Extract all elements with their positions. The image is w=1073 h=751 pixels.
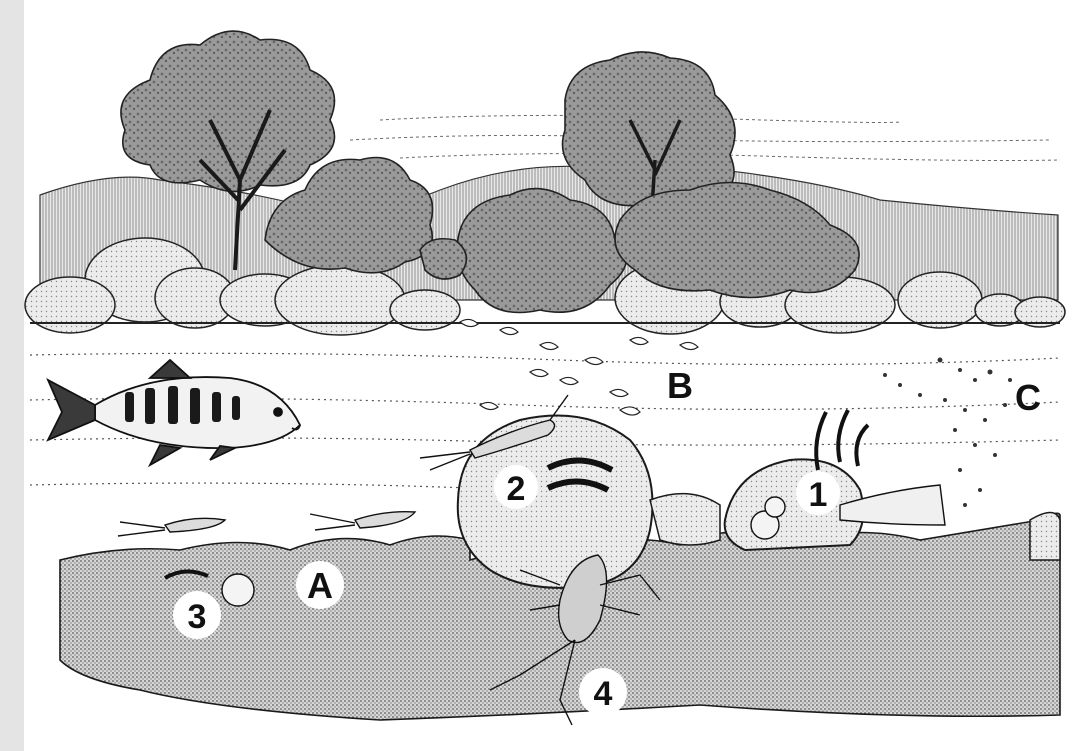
scan-edge-shadow — [0, 0, 24, 751]
zone-C-label: C — [1015, 377, 1041, 418]
marker-3-label: 3 — [188, 598, 207, 636]
zone-A-label: A — [307, 565, 333, 606]
marker-2: 2 — [494, 465, 538, 509]
zone-B-label: B — [667, 365, 693, 406]
zone-A: A — [296, 561, 344, 609]
marker-3: 3 — [173, 591, 221, 639]
marker-4: 4 — [579, 668, 627, 716]
marker-1-label: 1 — [809, 476, 828, 514]
marker-1: 1 — [796, 471, 840, 515]
marker-4-label: 4 — [594, 675, 613, 713]
marker-2-label: 2 — [507, 470, 526, 508]
